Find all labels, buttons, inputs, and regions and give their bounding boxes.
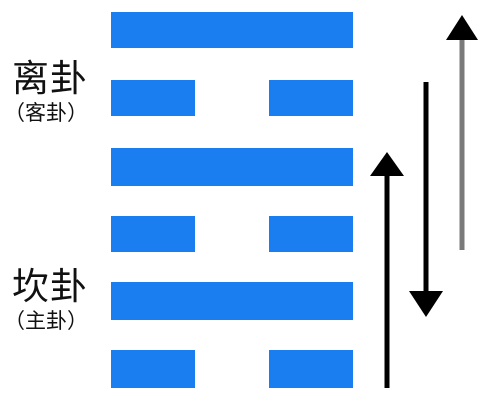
yin-line-1-left — [111, 350, 195, 388]
yang-line-6 — [111, 12, 353, 48]
lower-trigram-role: （主卦） — [4, 309, 88, 333]
lower-trigram-up-arrow — [370, 152, 404, 388]
upper-trigram-down-arrow — [409, 82, 443, 317]
yin-line-3-right — [269, 216, 353, 252]
yin-line-5-left — [111, 80, 195, 116]
upper-trigram-role: （客卦） — [4, 101, 88, 125]
yang-line-2 — [111, 282, 353, 320]
yang-line-4 — [111, 148, 353, 186]
yin-line-1-right — [269, 350, 353, 388]
lower-trigram-name: 坎卦 — [12, 265, 88, 308]
yin-line-5-right — [269, 80, 353, 116]
upper-trigram-up-arrow — [446, 15, 478, 250]
upper-trigram-name: 离卦 — [12, 57, 88, 100]
yin-line-3-left — [111, 216, 195, 252]
